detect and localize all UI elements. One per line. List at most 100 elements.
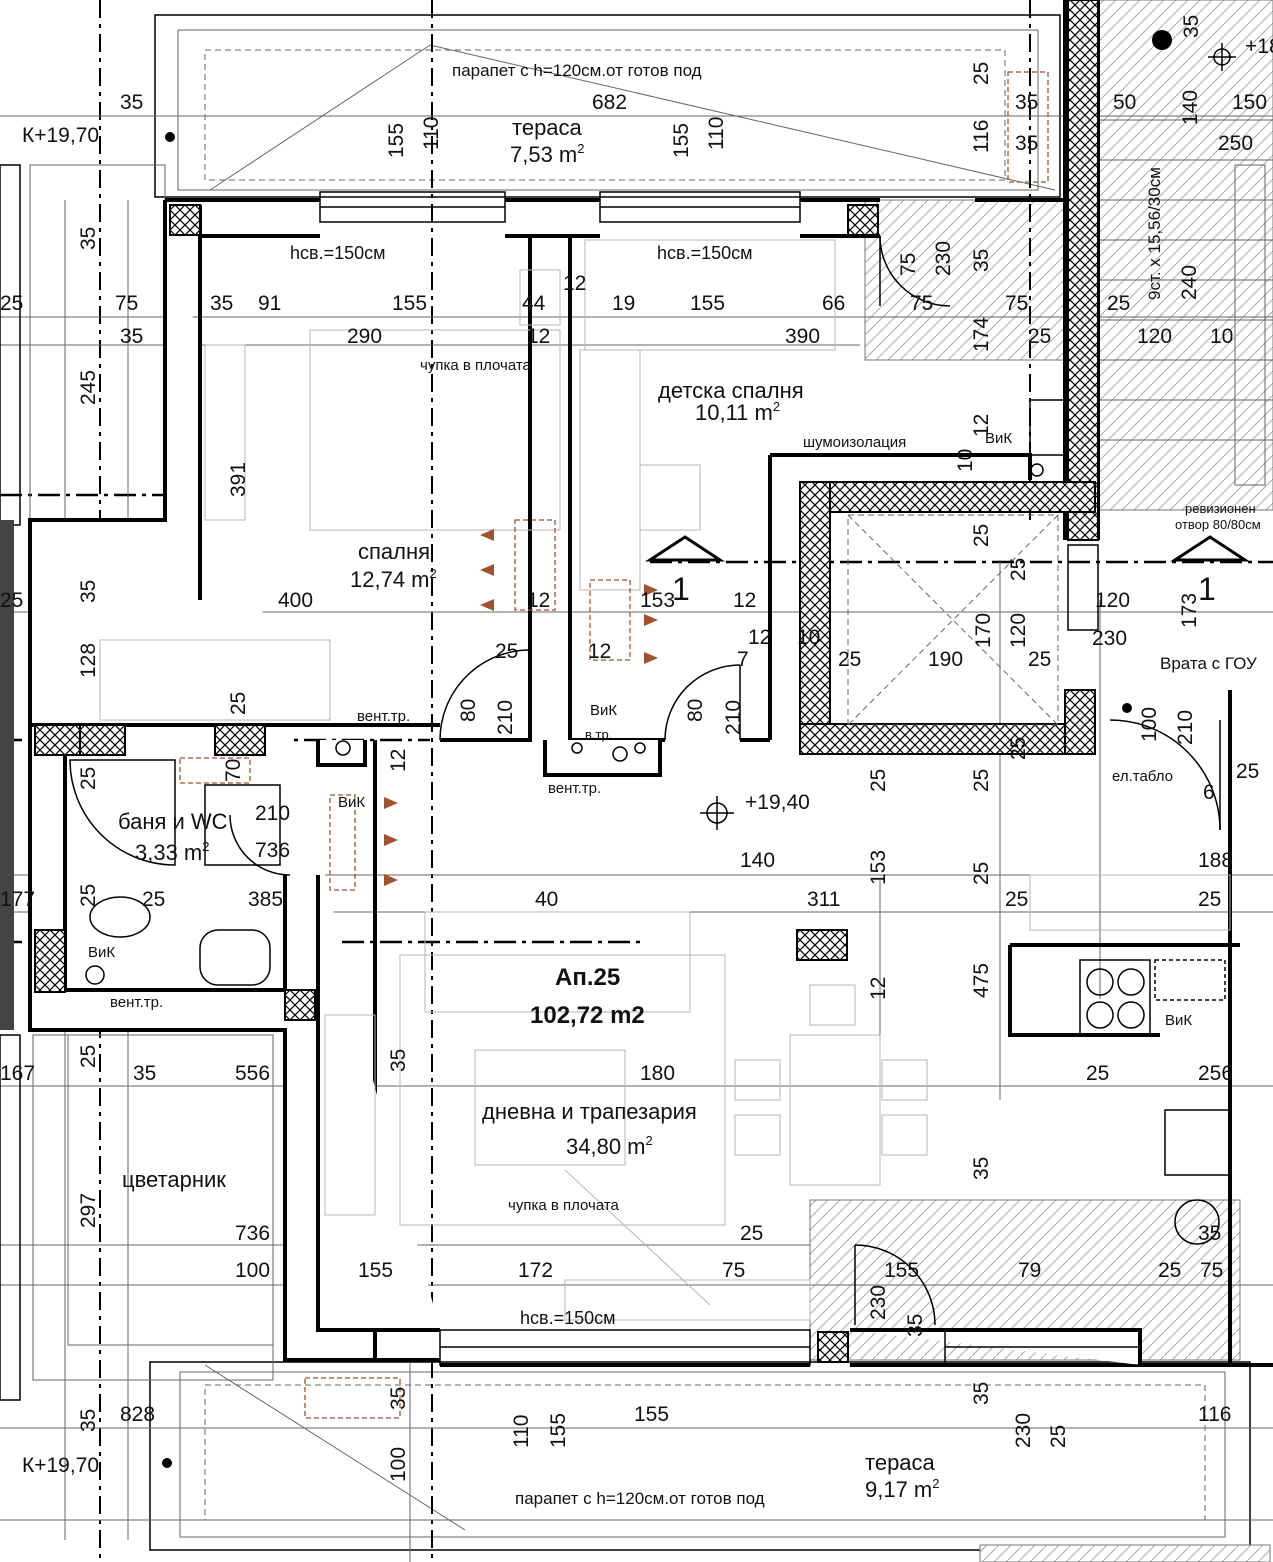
dim-text: 210 <box>255 802 290 825</box>
dim-text: 25 <box>970 862 993 885</box>
sill-living-label: hсв.=150см <box>520 1308 616 1328</box>
dim-text: 210 <box>722 700 745 735</box>
dim-text: 736 <box>255 839 290 862</box>
dim-text: 297 <box>77 1193 100 1228</box>
dim-text: 35 <box>133 1062 156 1085</box>
dim-text: 35 <box>120 91 143 114</box>
apartment-area: 102,72 m2 <box>530 1002 645 1029</box>
sound-insulation-label: шумоизолация <box>803 434 906 451</box>
dim-text: 25 <box>1007 737 1030 760</box>
dim-text: 75 <box>897 253 920 276</box>
dim-text: 25 <box>838 648 861 671</box>
dim-text: 35 <box>1015 91 1038 114</box>
dim-text: 170 <box>972 613 995 648</box>
dim-text: 25 <box>1007 558 1030 581</box>
dim-text: 736 <box>235 1222 270 1245</box>
dim-text: 230 <box>1012 1413 1035 1448</box>
section-marks <box>644 535 1251 562</box>
sill-kids-label: hсв.=150см <box>657 243 753 263</box>
dim-text: 140 <box>1179 90 1202 125</box>
dim-text: 400 <box>278 589 313 612</box>
dim-text: 35 <box>387 1049 410 1072</box>
dim-text: 153 <box>867 850 890 885</box>
floor-level: +19,40 <box>745 791 810 814</box>
dim-text: 10 <box>1210 325 1233 348</box>
dim-text: 35 <box>904 1314 927 1337</box>
stair-hatch <box>809 0 1273 1562</box>
dim-text: 167 <box>0 1062 35 1085</box>
dim-text: 155 <box>358 1259 393 1282</box>
terrace-top-outline <box>154 14 1061 198</box>
dim-text: 75 <box>115 292 138 315</box>
dim-text: 75 <box>1200 1259 1223 1282</box>
dim-text: 35 <box>77 580 100 603</box>
dim-text: 120 <box>1095 589 1130 612</box>
dim-text: 91 <box>258 292 281 315</box>
dim-text: 50 <box>1113 91 1136 114</box>
dim-text: 35 <box>970 1382 993 1405</box>
bathroom-name: баня и WC <box>118 809 228 834</box>
kids-bedroom-area: 10,11 m2 <box>695 399 780 425</box>
dim-text: 155 <box>392 292 427 315</box>
dim-text: 35 <box>210 292 233 315</box>
vent-label-3: вент.тр. <box>110 994 163 1011</box>
dim-text: 10 <box>954 449 977 472</box>
apartment-name: Ап.25 <box>555 964 620 991</box>
vik-label-4: ВиК <box>985 430 1012 447</box>
parapet-bottom-label: парапет с h=120см.от готов под <box>515 1489 765 1508</box>
revision-label-1: ревизионен <box>1185 501 1256 516</box>
level-dot-top <box>165 132 175 142</box>
dim-text: 155 <box>690 292 725 315</box>
dim-text: 25 <box>0 589 23 612</box>
dim-text: 75 <box>1005 292 1028 315</box>
dim-text: 35 <box>77 1409 100 1432</box>
dim-text: 210 <box>494 700 517 735</box>
doors <box>229 235 1221 1326</box>
kids-bedroom-name: детска спалня <box>658 378 804 403</box>
vent-shafts <box>85 463 1044 985</box>
el-panel-dot <box>1122 703 1132 713</box>
slab-hole-bottom-label: чупка в плочата <box>508 1197 620 1214</box>
living-area: 34,80 m2 <box>566 1133 653 1159</box>
dim-text: 25 <box>1028 325 1051 348</box>
dim-text: 25 <box>867 769 890 792</box>
stair-level: +18 <box>1245 35 1273 58</box>
terrace-level-top: К+19,70 <box>22 124 99 147</box>
v-tr-label: в.тр. <box>585 727 612 742</box>
furniture <box>99 239 1231 1321</box>
dim-text: 155 <box>670 123 693 158</box>
dim-text: 12 <box>527 589 550 612</box>
dim-text: 35 <box>1198 1222 1221 1245</box>
dim-text: 40 <box>535 888 558 911</box>
dim-text: 25 <box>495 640 518 663</box>
flowerbed-name: цветарник <box>122 1167 226 1192</box>
dim-text: 7 <box>737 648 749 671</box>
dim-text: 25 <box>1158 1259 1181 1282</box>
dim-text: 25 <box>1198 888 1221 911</box>
dim-text: 230 <box>867 1285 890 1320</box>
dim-text: 12 <box>387 749 410 772</box>
dim-text: 35 <box>120 325 143 348</box>
dim-text: 140 <box>740 849 775 872</box>
dim-text: 556 <box>235 1062 270 1085</box>
dim-text: 245 <box>77 370 100 405</box>
dim-text: 153 <box>640 589 675 612</box>
dim-text: 385 <box>248 888 283 911</box>
dim-text: 110 <box>510 1415 533 1448</box>
dim-text: 70 <box>222 759 245 782</box>
dim-text: 155 <box>547 1413 570 1448</box>
dim-text: 120 <box>1137 325 1172 348</box>
dim-text: 116 <box>970 120 993 153</box>
dim-text: 290 <box>347 325 382 348</box>
dim-text: 173 <box>1178 593 1201 628</box>
terrace-level-bottom: К+19,70 <box>22 1454 99 1477</box>
el-panel-label: ел.табло <box>1112 768 1173 785</box>
dim-text: 256 <box>1198 1062 1233 1085</box>
fixtures <box>69 399 1231 1245</box>
dim-text: 25 <box>77 1045 100 1068</box>
dim-text: 25 <box>1028 648 1051 671</box>
level-dot-bottom <box>162 1458 172 1468</box>
lift-shaft <box>847 514 1059 726</box>
fire-door-label: Врата с ГОУ <box>1160 654 1257 673</box>
dim-text: 25 <box>1107 292 1130 315</box>
